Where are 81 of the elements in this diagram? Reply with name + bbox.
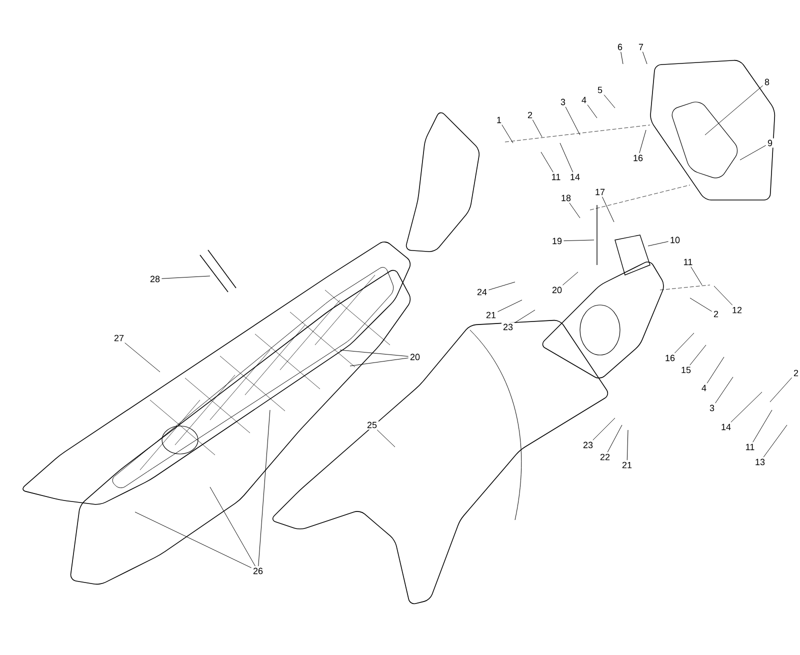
leader-line [488, 282, 516, 290]
leader-line [607, 424, 622, 452]
leader-line [763, 424, 788, 458]
leader-line [620, 52, 624, 64]
callout-number: 21 [484, 310, 498, 320]
leader-line [565, 106, 580, 136]
leader-line [648, 241, 669, 246]
callout-number: 2 [526, 110, 534, 120]
leader-line [562, 272, 578, 286]
callout-number: 11 [550, 172, 562, 182]
leader-line [690, 344, 706, 366]
leader-line [740, 145, 766, 160]
callout-number: 20 [408, 352, 422, 362]
callout-number: 20 [550, 285, 564, 295]
callout-number: 1 [495, 115, 503, 125]
callout-number: 25 [366, 420, 379, 430]
callout-number: 5 [596, 85, 604, 95]
callout-number: 14 [568, 172, 582, 182]
leader-line [350, 358, 409, 366]
leader-line [587, 104, 598, 118]
callout-number: 2 [712, 309, 720, 319]
callout-number: 9 [766, 138, 774, 148]
leader-line [592, 418, 616, 440]
callout-number: 12 [730, 305, 744, 315]
leader-line [674, 332, 694, 354]
leader-line [514, 310, 536, 324]
callout-number: 11 [744, 442, 756, 452]
leader-line [714, 286, 733, 306]
leader-line [134, 512, 252, 568]
leader-line [376, 430, 396, 448]
callout-number: 15 [680, 365, 692, 375]
callout-number: 4 [700, 383, 708, 393]
callout-number: 16 [664, 353, 676, 363]
leader-line [715, 376, 734, 404]
leader-line [704, 85, 764, 136]
callout-number: 3 [708, 403, 716, 413]
leader-line [161, 276, 210, 279]
leader-line [626, 430, 628, 460]
callout-number: 27 [112, 333, 126, 343]
callout-number: 18 [560, 193, 572, 203]
leader-line [730, 392, 762, 422]
callout-number: 17 [594, 187, 606, 197]
leader-line [540, 152, 554, 172]
leader-line [706, 356, 724, 384]
callout-number: 14 [720, 422, 732, 432]
leader-line [604, 94, 616, 108]
leader-line [770, 377, 792, 402]
callout-number: 4 [580, 95, 588, 105]
leader-line [639, 130, 646, 154]
callout-number: 21 [620, 460, 634, 470]
callout-number: 10 [668, 235, 682, 245]
callout-number: 23 [582, 440, 594, 450]
leader-line [340, 350, 409, 357]
callout-number: 19 [550, 236, 564, 246]
callout-number: 2 [792, 368, 800, 378]
leader-line [752, 410, 772, 442]
callout-number: 23 [502, 322, 514, 332]
leader-line [642, 52, 648, 64]
leader-line [502, 124, 514, 144]
callout-number: 16 [632, 153, 644, 163]
leader-line [532, 120, 542, 138]
callout-number: 6 [616, 42, 624, 52]
leader-line [258, 410, 270, 566]
leader-line [210, 486, 256, 566]
callout-number: 7 [637, 42, 645, 52]
callout-number: 8 [763, 77, 771, 87]
callout-number: 26 [252, 566, 264, 576]
leader-line [690, 266, 702, 286]
leader-line [690, 298, 712, 312]
callout-number: 13 [754, 457, 766, 467]
leader-line [560, 142, 574, 172]
leader-line [569, 202, 580, 218]
callout-number: 22 [598, 452, 612, 462]
leader-line [563, 240, 594, 242]
callout-number: 28 [148, 274, 162, 284]
callout-number: 11 [682, 257, 694, 267]
callout-number: 3 [559, 97, 567, 107]
leader-line [497, 300, 522, 312]
callout-number: 24 [476, 287, 488, 297]
leader-line [124, 342, 160, 372]
leader-line [602, 196, 614, 222]
